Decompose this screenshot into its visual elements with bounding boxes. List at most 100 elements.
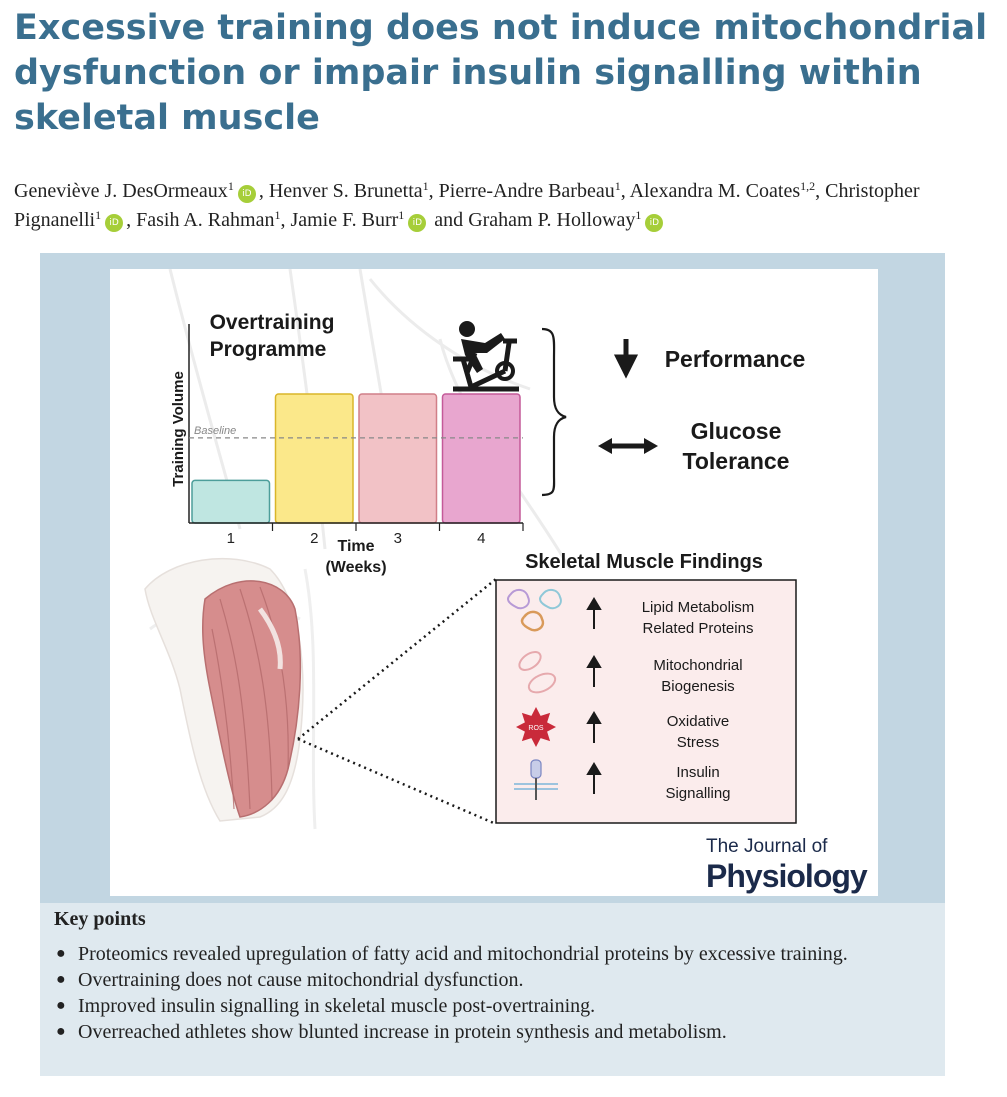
outcome-performance: Performance bbox=[613, 339, 806, 379]
author-name[interactable]: Henver S. Brunetta bbox=[268, 180, 423, 202]
outcome-performance-label: Performance bbox=[665, 346, 806, 372]
up-arrow-icon bbox=[586, 762, 602, 794]
journal-logo: The Journal of Physiology bbox=[706, 836, 869, 894]
journal-logo-line2: Physiology bbox=[706, 858, 868, 894]
bullet-icon: ● bbox=[56, 945, 66, 962]
finding-label-line1: Oxidative bbox=[667, 713, 730, 730]
author-separator: , bbox=[258, 180, 269, 202]
chart-title-line2: Programme bbox=[210, 338, 327, 361]
chart-title-line1: Overtraining bbox=[210, 311, 335, 334]
author-affiliation: 1 bbox=[398, 208, 405, 222]
author-affiliation: 1 bbox=[227, 179, 234, 193]
ros-label: ROS bbox=[528, 725, 544, 732]
abstract-panel: Overtraining Programme Training Volume 1… bbox=[40, 253, 945, 1076]
author-separator: and bbox=[429, 209, 469, 231]
lipid-protein-icon bbox=[507, 589, 562, 632]
x-tick-label: 3 bbox=[394, 530, 402, 547]
graphical-abstract: Overtraining Programme Training Volume 1… bbox=[110, 269, 878, 896]
x-tick-label: 4 bbox=[477, 530, 485, 547]
author-separator: , bbox=[620, 180, 630, 202]
graphical-abstract-svg: Overtraining Programme Training Volume 1… bbox=[144, 269, 869, 894]
orcid-icon[interactable]: iD bbox=[645, 214, 664, 232]
author-name[interactable]: Fasih A. Rahman bbox=[136, 209, 275, 231]
bars bbox=[191, 393, 521, 524]
orcid-icon[interactable]: iD bbox=[105, 214, 124, 232]
key-point-text: Proteomics revealed upregulation of fatt… bbox=[78, 943, 848, 965]
author-name[interactable]: Geneviève J. DesOrmeaux bbox=[14, 180, 228, 202]
bar-week-4 bbox=[441, 393, 521, 524]
author-name[interactable]: Jamie F. Burr bbox=[290, 209, 399, 231]
up-arrow-icon bbox=[586, 597, 602, 629]
connector-top bbox=[297, 578, 497, 740]
down-arrow-icon bbox=[613, 339, 639, 379]
author-name[interactable]: Christopher Pignanelli bbox=[14, 180, 920, 231]
finding-label-line2: Related Proteins bbox=[643, 620, 754, 637]
article-title: Excessive training does not induce mitoc… bbox=[14, 8, 988, 138]
bar-week-3 bbox=[358, 393, 438, 524]
key-point-text: Improved insulin signalling in skeletal … bbox=[78, 995, 596, 1017]
up-arrow-icon bbox=[586, 655, 602, 687]
insulin-receptor-icon bbox=[514, 759, 558, 800]
key-point-item: ● Improved insulin signalling in skeletal… bbox=[54, 993, 934, 1019]
key-point-text: Overtraining does not cause mitochondria… bbox=[78, 969, 524, 991]
orcid-icon[interactable]: iD bbox=[237, 185, 256, 203]
author-separator: , bbox=[126, 209, 137, 231]
author-affiliation: 1,2 bbox=[800, 179, 816, 193]
thigh-muscle-illustration bbox=[144, 557, 304, 822]
author-affiliation: 1 bbox=[274, 208, 281, 222]
training-volume-chart: Overtraining Programme Training Volume 1… bbox=[170, 311, 524, 576]
x-axis-label-line1: Time bbox=[337, 538, 374, 555]
author-separator: , bbox=[815, 180, 826, 202]
bullet-icon: ● bbox=[56, 997, 66, 1014]
author-name[interactable]: Pierre-Andre Barbeau bbox=[438, 180, 615, 202]
bar-week-2 bbox=[274, 393, 354, 524]
author-list: Geneviève J. DesOrmeaux1iD, Henver S. Br… bbox=[14, 177, 1004, 235]
author-name[interactable]: Graham P. Holloway bbox=[468, 209, 636, 231]
finding-label-line1: Lipid Metabolism bbox=[642, 599, 755, 616]
author-affiliation: 1 bbox=[614, 179, 621, 193]
connector-bottom bbox=[297, 737, 497, 826]
x-tick-label: 2 bbox=[310, 530, 318, 547]
finding-label-line2: Stress bbox=[677, 734, 720, 751]
findings-panel bbox=[495, 579, 797, 824]
up-arrow-icon bbox=[586, 711, 602, 743]
finding-label-line1: Mitochondrial bbox=[653, 657, 742, 674]
outcome-glucose: Glucose Tolerance bbox=[598, 418, 789, 474]
finding-label-line2: Biogenesis bbox=[661, 678, 734, 695]
author-separator: , bbox=[280, 209, 291, 231]
outcome-glucose-label-line1: Glucose bbox=[691, 418, 782, 444]
brace bbox=[541, 327, 567, 497]
baseline-label: Baseline bbox=[194, 425, 236, 437]
bar-week-1 bbox=[191, 479, 271, 524]
key-point-text: Overreached athletes show blunted increa… bbox=[78, 1021, 727, 1043]
key-points-list: ● Proteomics revealed upregulation of fat… bbox=[54, 941, 934, 1045]
bullet-icon: ● bbox=[56, 1023, 66, 1040]
orcid-icon[interactable]: iD bbox=[408, 214, 427, 232]
author-affiliation: 1 bbox=[422, 179, 429, 193]
author-separator: , bbox=[428, 180, 439, 202]
outcome-glucose-label-line2: Tolerance bbox=[683, 448, 790, 474]
x-tick-label: 1 bbox=[227, 530, 235, 547]
key-points-heading: Key points bbox=[54, 908, 146, 930]
author-name[interactable]: Alexandra M. Coates bbox=[629, 180, 801, 202]
y-axis-label: Training Volume bbox=[170, 371, 187, 487]
finding-label-line2: Signalling bbox=[665, 785, 730, 802]
key-point-item: ● Overtraining does not cause mitochondri… bbox=[54, 967, 934, 993]
findings-title: Skeletal Muscle Findings bbox=[525, 551, 763, 573]
mitochondria-icon bbox=[518, 651, 557, 694]
author-affiliation: 1 bbox=[95, 208, 102, 222]
ros-icon: ROS bbox=[516, 707, 556, 747]
journal-logo-line1: The Journal of bbox=[706, 836, 828, 857]
double-arrow-heads bbox=[598, 438, 658, 454]
x-axis-label-line2: (Weeks) bbox=[325, 559, 386, 576]
finding-label-line1: Insulin bbox=[676, 764, 719, 781]
bullet-icon: ● bbox=[56, 971, 66, 988]
author-affiliation: 1 bbox=[635, 208, 642, 222]
x-ticks: 1 2 3 4 bbox=[227, 523, 524, 547]
key-point-item: ● Proteomics revealed upregulation of fat… bbox=[54, 941, 934, 967]
